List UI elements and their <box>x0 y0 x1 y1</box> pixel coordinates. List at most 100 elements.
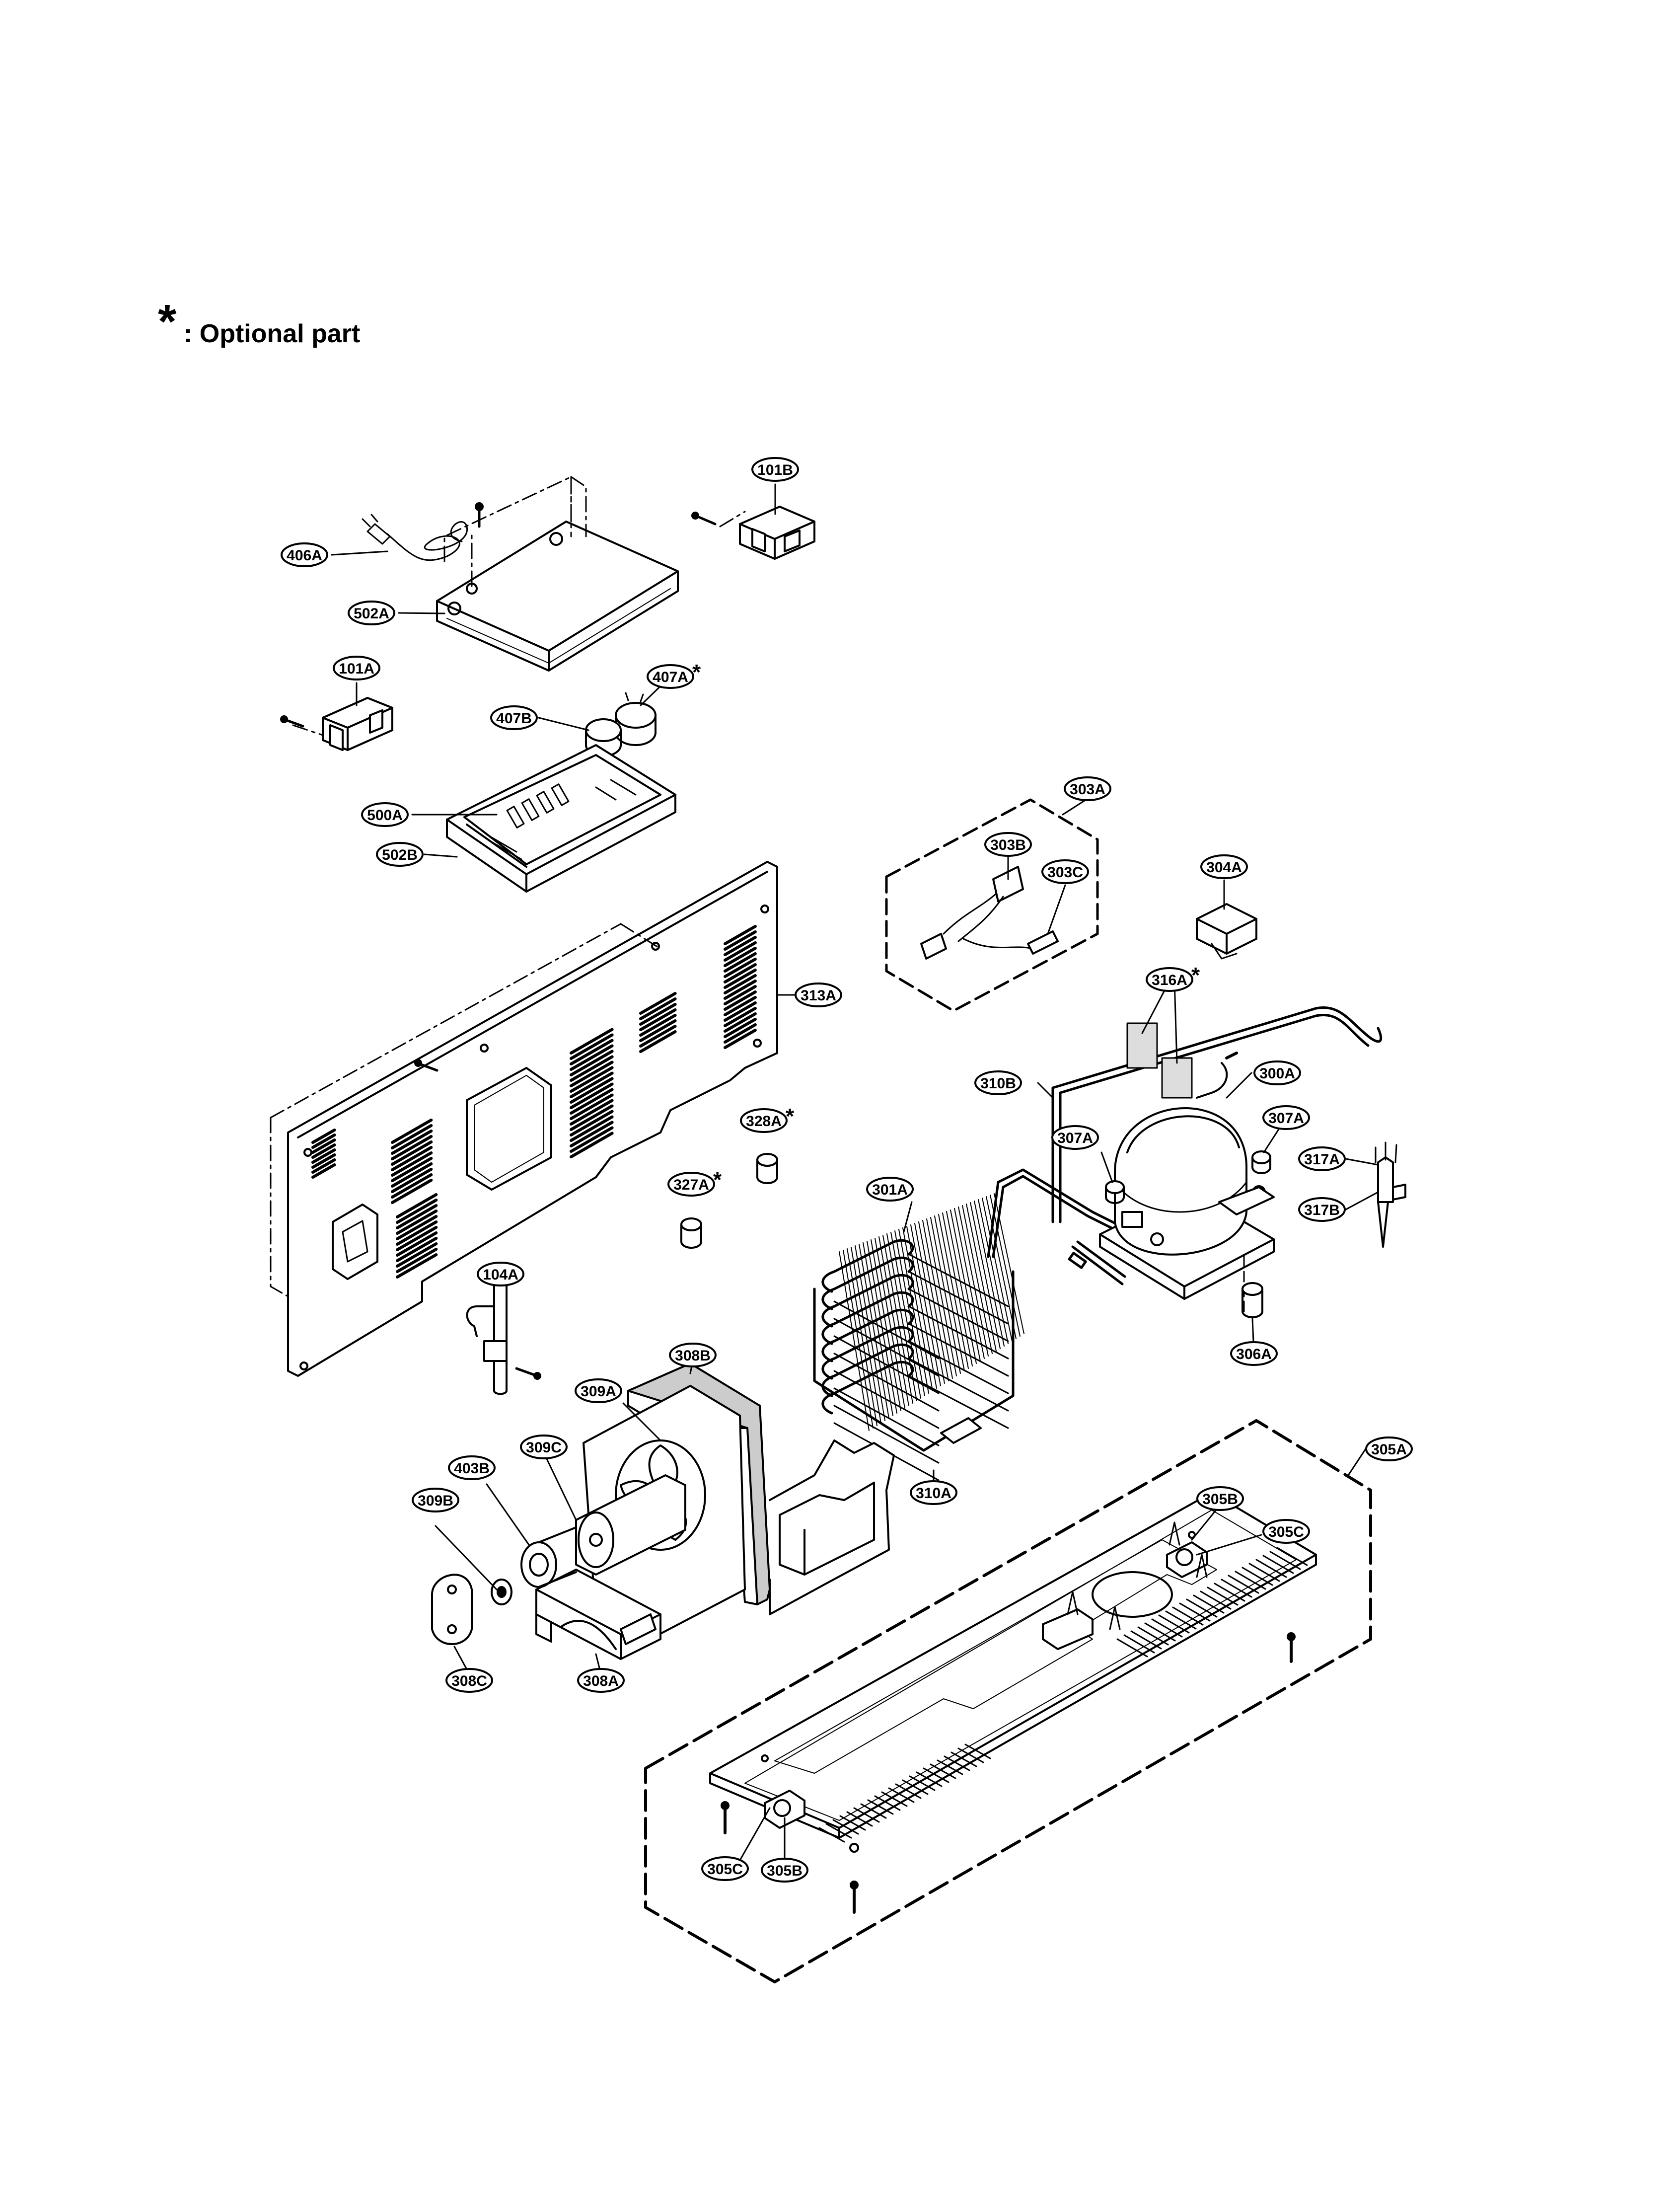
callout-101a: 101A <box>333 656 380 680</box>
callout-label: 305C <box>1268 1524 1304 1540</box>
cap-327A <box>680 1217 702 1249</box>
dashdot-guides-top <box>292 476 746 736</box>
callout-317b: 317B <box>1298 1197 1346 1222</box>
grommet-307A-left <box>1105 1180 1125 1204</box>
control-box-502B <box>446 744 676 893</box>
optional-marker: * <box>1191 963 1200 987</box>
callout-label: 316A <box>1152 972 1187 988</box>
leader-lines <box>331 483 1379 1861</box>
callout-305b: 305B <box>1196 1486 1244 1511</box>
callout-407b: 407B <box>490 705 538 730</box>
callout-label: 304A <box>1206 859 1242 876</box>
callout-502a: 502A <box>348 601 395 625</box>
callout-305a: 305A <box>1365 1436 1413 1461</box>
callout-label: 407B <box>496 710 532 727</box>
optional-part-text: : Optional part <box>184 319 361 348</box>
callout-label: 305B <box>1202 1491 1238 1508</box>
callout-327a: 327A* <box>667 1168 722 1197</box>
callout-407a: 407A* <box>647 660 701 689</box>
callout-label: 310B <box>980 1075 1016 1092</box>
callout-317a: 317A <box>1298 1146 1346 1171</box>
callout-label: 500A <box>367 807 403 824</box>
callout-label: 101A <box>339 661 374 677</box>
callout-310a: 310A <box>910 1480 957 1505</box>
callout-label: 303A <box>1070 781 1105 798</box>
callout-label: 317B <box>1304 1202 1340 1218</box>
callout-label: 403B <box>454 1460 490 1477</box>
callout-313a: 313A <box>795 982 842 1007</box>
callout-310b: 310B <box>974 1070 1022 1095</box>
callout-309c: 309C <box>520 1435 568 1459</box>
callout-309a: 309A <box>575 1378 622 1403</box>
fan-tray <box>769 1439 895 1615</box>
callout-328a: 328A* <box>740 1104 795 1133</box>
cap-328A <box>756 1153 778 1184</box>
callout-305c: 305C <box>1262 1519 1310 1544</box>
callout-406a: 406A <box>281 542 328 567</box>
callout-label: 309A <box>581 1383 616 1400</box>
optional-marker: * <box>786 1104 795 1129</box>
optional-star-symbol: * <box>158 295 177 348</box>
callout-label: 327A <box>673 1177 709 1193</box>
harness-group-303A <box>885 798 1099 1012</box>
bracket-101A <box>280 697 393 751</box>
callout-label: 309B <box>418 1493 453 1509</box>
callout-label: 303C <box>1047 864 1083 881</box>
overload-protector-316A <box>1126 1022 1193 1099</box>
callout-label: 104A <box>483 1267 518 1283</box>
relay-304A <box>1196 903 1257 960</box>
fan-bracket-308A <box>535 1569 661 1660</box>
callout-label: 317A <box>1304 1151 1340 1168</box>
callout-label: 308C <box>451 1673 487 1689</box>
compressor-300A <box>1099 1052 1275 1300</box>
bracket-101B <box>691 506 815 560</box>
callout-label: 300A <box>1259 1065 1295 1082</box>
cover-308C <box>431 1574 473 1645</box>
power-cord-406A <box>362 514 468 561</box>
callout-303c: 303C <box>1041 859 1089 884</box>
callout-label: 406A <box>287 547 322 564</box>
callout-303a: 303A <box>1064 776 1111 801</box>
washer-309B <box>491 1579 512 1605</box>
callout-304a: 304A <box>1200 854 1248 879</box>
callout-label: 307A <box>1057 1130 1093 1146</box>
callout-308a: 308A <box>577 1668 625 1693</box>
callout-403b: 403B <box>448 1455 496 1480</box>
callout-label: 306A <box>1236 1346 1272 1362</box>
callout-label: 301A <box>872 1182 908 1198</box>
top-cover-502A <box>436 521 679 672</box>
callout-label: 305C <box>707 1861 743 1878</box>
callout-305c: 305C <box>701 1856 749 1881</box>
rear-panel-313A <box>270 861 778 1377</box>
optional-marker: * <box>713 1168 722 1192</box>
grommet-307A-right <box>1251 1150 1271 1174</box>
callout-label: 328A <box>746 1113 782 1130</box>
callout-309b: 309B <box>412 1488 459 1512</box>
callout-502b: 502B <box>376 842 424 867</box>
callout-316a: 316A* <box>1146 963 1200 992</box>
callout-label: 303B <box>990 837 1026 853</box>
callout-label: 305A <box>1371 1441 1407 1458</box>
callout-label: 407A <box>653 669 688 685</box>
callout-303b: 303B <box>984 832 1032 857</box>
callout-label: 309C <box>526 1439 562 1456</box>
fan-motor-309C <box>575 1474 686 1576</box>
sensor-317A <box>1375 1141 1406 1248</box>
callout-305b: 305B <box>761 1858 808 1883</box>
callout-307a: 307A <box>1051 1125 1099 1150</box>
callout-label: 307A <box>1268 1110 1304 1127</box>
callout-label: 313A <box>801 987 836 1004</box>
mount-306A <box>1242 1256 1263 1318</box>
callout-label: 305B <box>767 1863 803 1879</box>
callout-300a: 300A <box>1253 1060 1301 1085</box>
callout-layer: 101B406A502A101A407A*407B500A502B303A303… <box>281 457 1413 1883</box>
condenser-301A <box>813 1193 1024 1481</box>
optional-marker: * <box>692 660 701 684</box>
callout-301a: 301A <box>866 1177 914 1202</box>
bushing-403B <box>520 1526 577 1588</box>
callout-label: 310A <box>916 1485 951 1502</box>
callout-308b: 308B <box>669 1343 717 1367</box>
callout-308c: 308C <box>445 1668 493 1693</box>
callout-307a: 307A <box>1262 1105 1310 1130</box>
